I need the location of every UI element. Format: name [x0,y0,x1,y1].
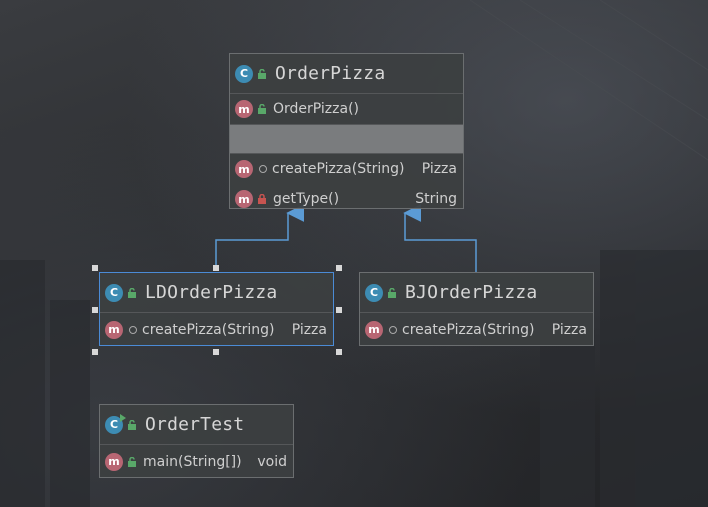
class-header: C OrderTest [100,405,293,445]
public-open-lock-icon [258,68,266,79]
method-icon: m [105,452,123,471]
package-private-icon [129,325,137,334]
class-icon: C [365,283,383,302]
class-box-ldorderpizza[interactable]: C LDOrderPizza m createPizza(String) Piz… [99,272,334,346]
class-name: OrderTest [145,414,245,435]
class-header: C OrderPizza [230,54,463,94]
class-header: C BJOrderPizza [360,273,593,313]
class-icon: C [235,64,253,83]
public-open-lock-icon [128,287,136,298]
class-box-orderpizza[interactable]: C OrderPizza m OrderPizza() m createPizz… [229,53,464,209]
return-type: String [415,191,457,207]
return-type: Pizza [421,161,457,177]
method-signature: getType() [273,191,340,207]
resize-handle-top-left[interactable] [92,265,98,271]
class-header: C LDOrderPizza [100,273,333,313]
constructor-signature: OrderPizza() [273,101,360,117]
constructor-row[interactable]: m OrderPizza() [230,94,463,124]
method-signature: main(String[]) [143,453,242,470]
resize-handle-bottom-right[interactable] [336,349,342,355]
method-row[interactable]: m createPizza(String) Pizza [230,154,463,184]
method-row[interactable]: m main(String[]) void [100,445,293,478]
fields-section-empty [230,124,463,154]
bj-extends-arrow [403,204,477,272]
resize-handle-left[interactable] [92,307,98,313]
method-icon: m [365,320,383,339]
resize-handle-right[interactable] [336,307,342,313]
resize-handle-bottom[interactable] [213,349,219,355]
ld-extends-arrow [215,204,305,270]
method-icon: m [235,160,253,178]
runnable-class-icon: C [105,413,126,434]
resize-handle-bottom-left[interactable] [92,349,98,355]
method-row[interactable]: m createPizza(String) Pizza [100,313,333,346]
resize-handle-top[interactable] [213,265,219,271]
class-name: OrderPizza [275,63,386,84]
method-icon: m [235,100,253,118]
method-row[interactable]: m getType() String [230,184,463,214]
method-signature: createPizza(String) [402,321,535,338]
public-open-lock-icon [388,287,396,298]
class-name: BJOrderPizza [405,282,538,303]
package-private-icon [389,325,397,334]
class-icon: C [105,283,123,302]
method-signature: createPizza(String) [272,161,405,177]
class-name: LDOrderPizza [145,282,278,303]
public-open-lock-icon [128,419,136,430]
package-private-icon [259,165,267,173]
method-row[interactable]: m createPizza(String) Pizza [360,313,593,346]
return-type: Pizza [291,321,327,338]
return-type: Pizza [551,321,587,338]
class-box-bjorderpizza[interactable]: C BJOrderPizza m createPizza(String) Piz… [359,272,594,346]
method-icon: m [235,190,253,208]
resize-handle-top-right[interactable] [336,265,342,271]
private-lock-icon [258,194,266,204]
return-type: void [257,453,287,470]
method-icon: m [105,320,123,339]
class-box-ordertest[interactable]: C OrderTest m main(String[]) void [99,404,294,478]
method-signature: createPizza(String) [142,321,275,338]
public-open-lock-icon [128,456,136,467]
public-open-lock-icon [258,104,266,114]
